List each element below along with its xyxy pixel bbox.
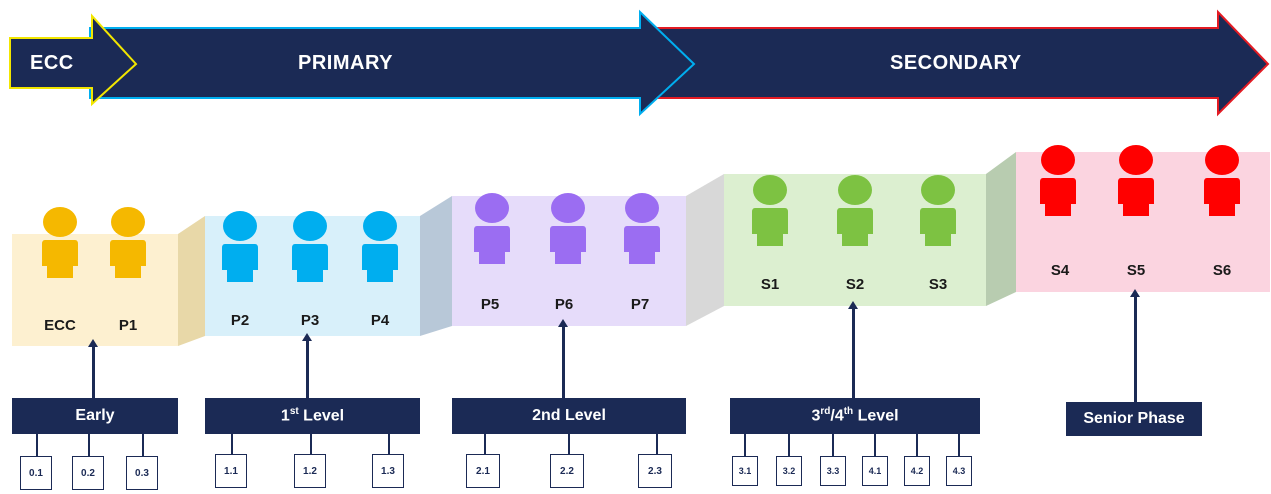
sublevel-box-2-1: 2.1 <box>466 454 500 488</box>
sublevel-box-3-3: 3.3 <box>820 456 846 486</box>
sub-line-early-2 <box>88 434 90 456</box>
stage-label-s2: S2 <box>845 276 865 293</box>
arrow-stem-first <box>306 340 309 398</box>
stage-label-s4: S4 <box>1050 262 1070 279</box>
person-icon-p7 <box>624 193 660 264</box>
level-label-senior: Senior Phase <box>1083 410 1185 427</box>
arrow-head-early <box>88 339 98 347</box>
person-icon-s5 <box>1118 145 1154 216</box>
person-icon-p1 <box>110 207 146 278</box>
person-icon-p2 <box>222 211 258 282</box>
sub-line-third-5 <box>916 434 918 456</box>
banner-secondary-label: SECONDARY <box>890 52 1022 74</box>
banner-primary-label: PRIMARY <box>298 52 393 74</box>
stage-label-s6: S6 <box>1212 262 1232 279</box>
banner-ecc-label: ECC <box>30 52 74 74</box>
sublevel-box-3-1: 3.1 <box>732 456 758 486</box>
sublevel-box-2-2: 2.2 <box>550 454 584 488</box>
connector-1 <box>178 216 205 346</box>
sublevel-box-1-1: 1.1 <box>215 454 247 488</box>
level-box-second: 2nd Level <box>452 398 686 434</box>
secondary-arrow <box>639 9 1270 117</box>
sublevel-box-1-2: 1.2 <box>294 454 326 488</box>
arrow-head-second <box>558 319 568 327</box>
sublevel-box-4-1: 4.1 <box>862 456 888 486</box>
level-box-senior: Senior Phase <box>1066 402 1202 436</box>
arrow-head-senior <box>1130 289 1140 297</box>
level-label-third: 3rd/4th Level <box>811 406 899 425</box>
stage-label-ecc: ECC <box>44 317 76 334</box>
person-icon-p5 <box>474 193 510 264</box>
level-box-third: 3rd/4th Level <box>730 398 980 434</box>
stage-label-p4: P4 <box>370 312 390 329</box>
primary-arrow <box>89 9 696 117</box>
person-icon-p3 <box>292 211 328 282</box>
sub-line-first-2 <box>310 434 312 454</box>
sublevel-box-4-2: 4.2 <box>904 456 930 486</box>
arrow-head-first <box>302 333 312 341</box>
sub-line-second-2 <box>568 434 570 454</box>
sub-line-first-1 <box>231 434 233 454</box>
sublevel-box-2-3: 2.3 <box>638 454 672 488</box>
sub-line-early-1 <box>36 434 38 456</box>
stage-label-p5: P5 <box>480 296 500 313</box>
arrow-head-third <box>848 301 858 309</box>
arrow-stem-second <box>562 326 565 398</box>
panel-ecc <box>12 234 178 346</box>
panel-senior <box>1016 152 1270 292</box>
level-label-first: 1st Level <box>280 406 345 425</box>
person-icon-s2 <box>837 175 873 246</box>
sub-line-second-1 <box>484 434 486 454</box>
stage-label-p3: P3 <box>300 312 320 329</box>
connector-4 <box>986 152 1016 306</box>
sublevel-box-0-1: 0.1 <box>20 456 52 490</box>
arrow-stem-early <box>92 346 95 398</box>
stage-label-s1: S1 <box>760 276 780 293</box>
connector-2 <box>420 196 452 336</box>
level-label-second: 2nd Level <box>532 407 606 424</box>
sublevel-box-0-3: 0.3 <box>126 456 158 490</box>
sublevel-box-1-3: 1.3 <box>372 454 404 488</box>
people-icons <box>42 145 1240 282</box>
stage-label-p7: P7 <box>630 296 650 313</box>
sub-line-third-3 <box>832 434 834 456</box>
person-icon-s6 <box>1204 145 1240 216</box>
sub-line-third-4 <box>874 434 876 456</box>
stage-label-s3: S3 <box>928 276 948 293</box>
stage-label-s5: S5 <box>1126 262 1146 279</box>
person-icon-s1 <box>752 175 788 246</box>
sub-line-third-1 <box>744 434 746 456</box>
sub-line-early-3 <box>142 434 144 456</box>
sublevel-box-0-2: 0.2 <box>72 456 104 490</box>
stage-label-p2: P2 <box>230 312 250 329</box>
stage-label-p6: P6 <box>554 296 574 313</box>
level-box-early: Early <box>12 398 178 434</box>
sub-line-second-3 <box>656 434 658 454</box>
sub-line-third-6 <box>958 434 960 456</box>
sublevel-box-4-3: 4.3 <box>946 456 972 486</box>
arrow-stem-senior <box>1134 296 1137 402</box>
connector-3 <box>686 174 724 326</box>
stage-banner <box>9 9 1270 117</box>
person-icon-s4 <box>1040 145 1076 216</box>
level-label-early: Early <box>75 407 115 424</box>
stage-label-p1: P1 <box>118 317 138 334</box>
person-icon-p4 <box>362 211 398 282</box>
person-icon-s3 <box>920 175 956 246</box>
sublevel-box-3-2: 3.2 <box>776 456 802 486</box>
arrow-stem-third <box>852 308 855 398</box>
ecc-arrow <box>9 13 138 107</box>
person-icon-ecc <box>42 207 78 278</box>
person-icon-p6 <box>550 193 586 264</box>
sub-line-third-2 <box>788 434 790 456</box>
level-box-first: 1st Level <box>205 398 420 434</box>
sub-line-first-3 <box>388 434 390 454</box>
